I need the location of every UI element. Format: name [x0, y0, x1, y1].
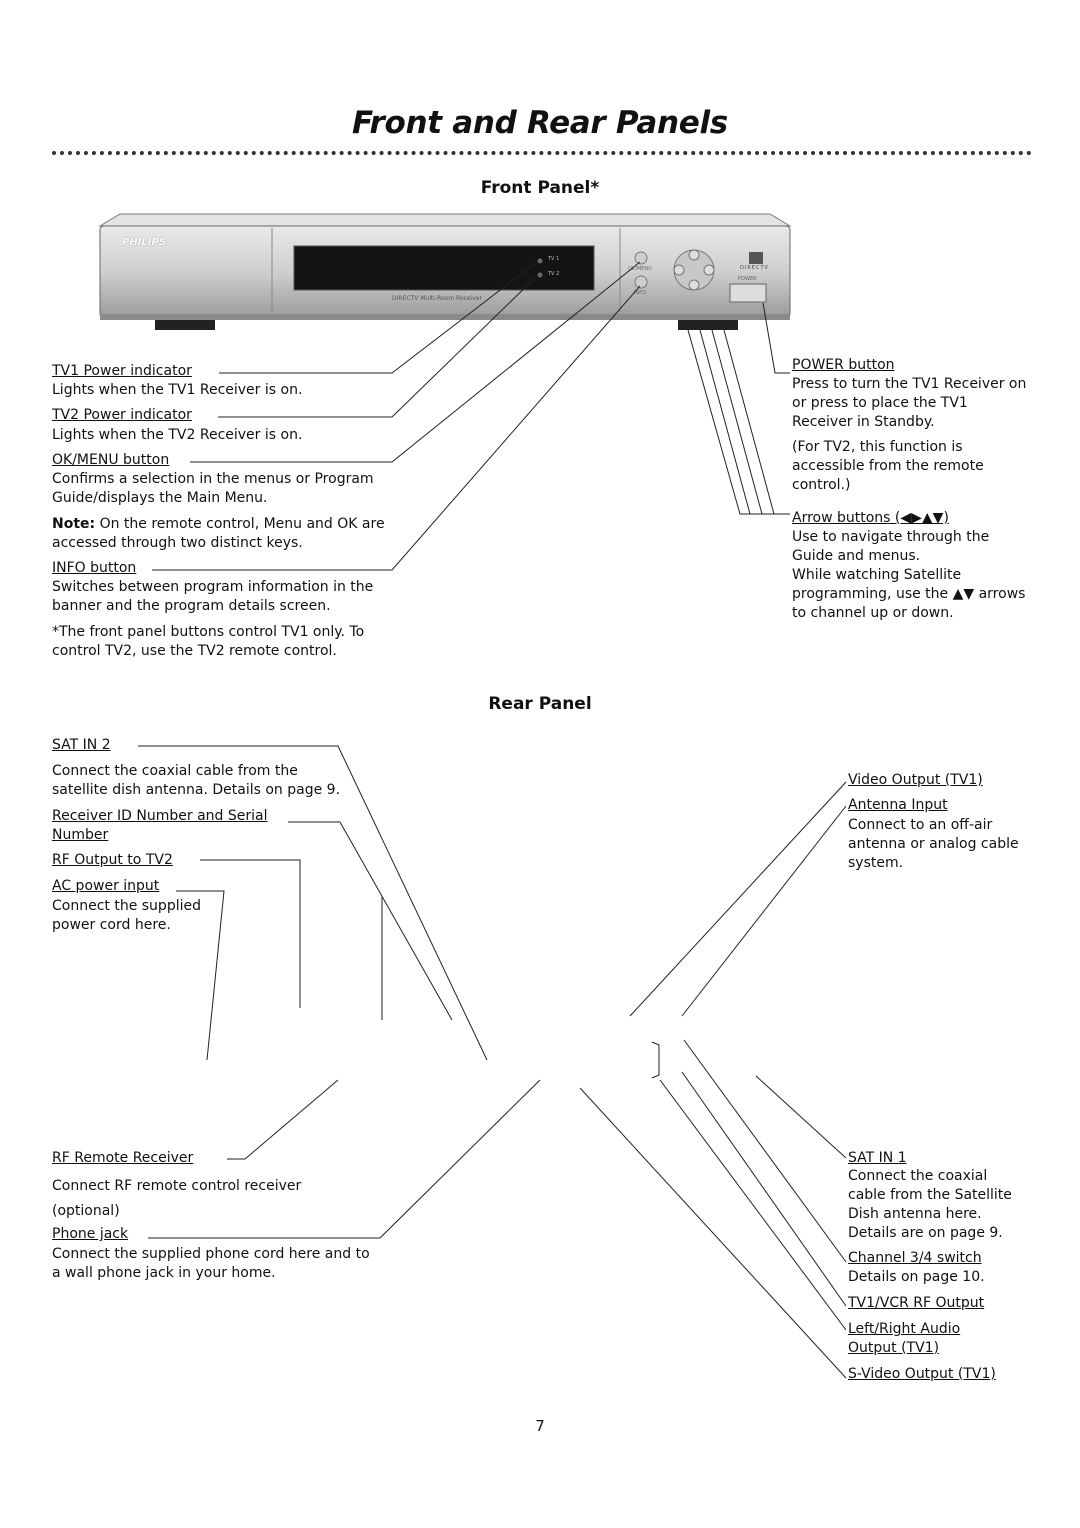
model-name: DIRECTV Multi-Room Receiver [392, 295, 482, 302]
tv2-indicator-label: TV2 Power indicator [52, 407, 192, 423]
info-label: INFO button [52, 560, 137, 576]
ac-power-label: AC power input [52, 878, 160, 894]
ac-power-desc: Connect the supplied power cord here. [52, 898, 201, 933]
tv2-indicator-desc: Lights when the TV2 Receiver is on. [52, 427, 303, 443]
directv-logo: DIRECTV [740, 265, 769, 271]
rf-output-tv2-label: RF Output to TV2 [52, 852, 173, 868]
antenna-input-label: Antenna Input [848, 797, 948, 813]
okmenu-label: OK/MENU button [52, 452, 170, 468]
rf-remote-label: RF Remote Receiver [52, 1150, 194, 1166]
page-number: 7 [535, 1417, 545, 1435]
sat-in-1-desc: Connect the coaxial cable from the Satel… [848, 1168, 1012, 1241]
video-output-label: Video Output (TV1) [848, 772, 983, 788]
receiver-id-label: Receiver ID Number and Serial Number [52, 808, 268, 843]
tv2-led-label: TV 2 [548, 271, 560, 277]
channel-switch-label: Channel 3/4 switch [848, 1250, 982, 1266]
front-footnote: *The front panel buttons control TV1 onl… [52, 624, 365, 659]
page-title: Front and Rear Panels [352, 105, 728, 141]
power-device-label: POWER [738, 276, 757, 282]
sat-in-2-label: SAT IN 2 [52, 737, 111, 753]
note-bold: Note: [52, 516, 96, 532]
power-desc: Press to turn the TV1 Receiver on or pre… [792, 376, 1027, 430]
note-text: On the remote control, Menu and OK are a… [52, 516, 385, 551]
tv1-led-label: TV 1 [548, 256, 560, 262]
lr-audio-output-label: Left/Right Audio Output (TV1) [848, 1321, 961, 1356]
remote-note: Note: On the remote control, Menu and OK… [52, 515, 387, 553]
tv1-vcr-rf-output-label: TV1/VCR RF Output [848, 1295, 985, 1311]
okmenu-device-label: OK/MENU [628, 266, 652, 272]
info-device-label: INFO [634, 290, 647, 296]
power-label: POWER button [792, 357, 895, 373]
tv1-indicator-desc: Lights when the TV1 Receiver is on. [52, 382, 303, 398]
rf-remote-desc: Connect RF remote control receiver (opti… [52, 1178, 302, 1219]
sat-in-2-desc: Connect the coaxial cable from the satel… [52, 763, 341, 798]
okmenu-desc: Confirms a selection in the menus or Pro… [52, 471, 374, 506]
rear-panel-heading: Rear Panel [488, 694, 592, 714]
s-video-output-label: S-Video Output (TV1) [848, 1366, 996, 1382]
dotted-divider [52, 151, 1032, 155]
arrow-buttons-label: Arrow buttons (◀▶▲▼) [792, 510, 949, 526]
info-desc: Switches between program information in … [52, 579, 374, 614]
tv1-indicator-label: TV1 Power indicator [52, 363, 192, 379]
channel-switch-desc: Details on page 10. [848, 1269, 985, 1285]
phone-jack-label: Phone jack [52, 1226, 129, 1242]
arrow-buttons-desc2: While watching Satellite programming, us… [792, 567, 1026, 621]
antenna-input-desc: Connect to an off-air antenna or analog … [848, 817, 1019, 871]
brand-logo: PHILIPS [122, 237, 167, 248]
arrow-buttons-desc: Use to navigate through the Guide and me… [792, 529, 990, 564]
power-desc-tv2: (For TV2, this function is accessible fr… [792, 439, 984, 493]
front-panel-heading: Front Panel* [480, 178, 600, 198]
sat-in-1-label: SAT IN 1 [848, 1150, 907, 1166]
phone-jack-desc: Connect the supplied phone cord here and… [52, 1246, 370, 1281]
